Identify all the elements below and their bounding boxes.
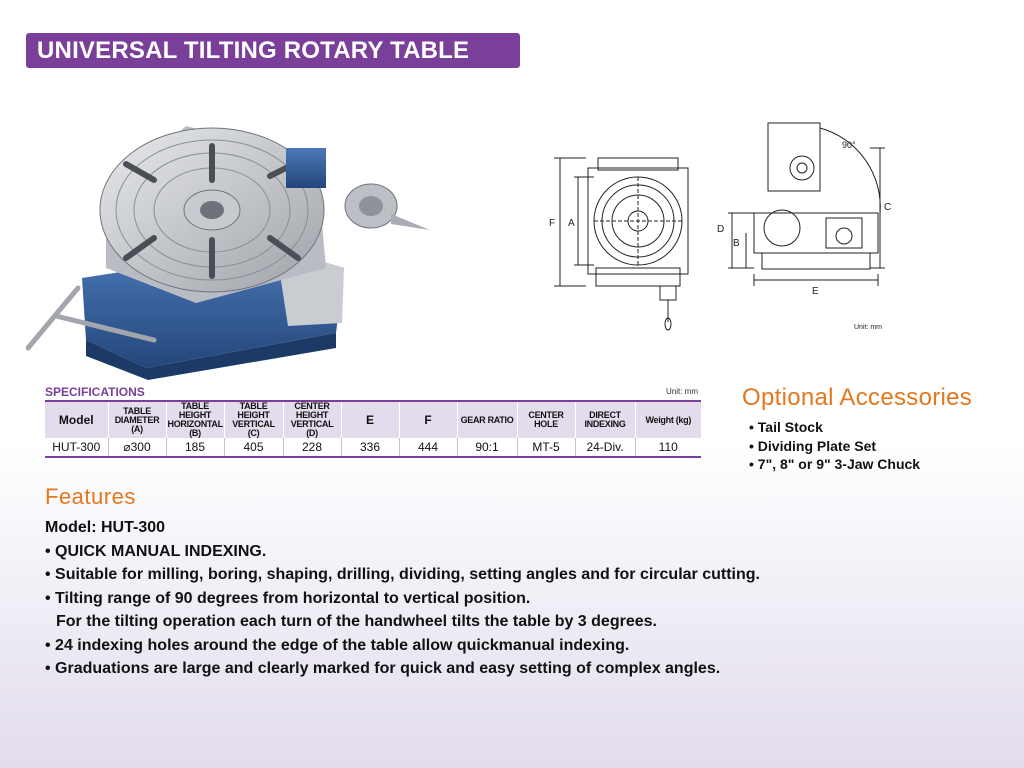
col-header: CENTER HOLE <box>517 401 576 438</box>
dim-d-label: D <box>717 224 724 235</box>
cell: 110 <box>658 440 678 454</box>
dim-a-label: A <box>568 218 575 229</box>
dim-b-label: B <box>733 238 740 249</box>
specifications-unit: Unit: mm <box>666 387 698 396</box>
col-header: Model <box>45 401 109 438</box>
col-header: F <box>399 401 458 438</box>
angle-label: 90° <box>842 140 856 150</box>
rotary-table-photo <box>26 126 430 380</box>
col-header: GEAR RATIO <box>457 401 518 438</box>
cell: HUT-300 <box>45 438 109 457</box>
features-list: Model: HUT-300 • QUICK MANUAL INDEXING. … <box>45 516 760 681</box>
features-model: Model: HUT-300 <box>45 519 166 536</box>
features-title: Features <box>45 484 136 509</box>
table-row: HUT-300 ⌀300 185 405 228 336 444 90:1 MT… <box>45 438 701 457</box>
accessories-list: • Tail Stock • Dividing Plate Set • 7", … <box>749 418 920 474</box>
cell: 185 <box>166 438 225 457</box>
list-item: • QUICK MANUAL INDEXING. <box>45 542 267 560</box>
list-item: • 7", 8" or 9" 3-Jaw Chuck <box>749 456 921 472</box>
list-item: • 24 indexing holes around the edge of t… <box>45 636 630 654</box>
cell: 444 <box>399 438 458 457</box>
list-item: For the tilting operation each turn of t… <box>56 613 657 630</box>
cell: 24-Div. <box>575 438 636 457</box>
title-banner: UNIVERSAL TILTING ROTARY TABLE <box>26 33 520 68</box>
list-item: • Tilting range of 90 degrees from horiz… <box>45 589 531 607</box>
list-item: • Tail Stock <box>749 419 823 435</box>
dim-c-label: C <box>884 202 891 213</box>
page-title: UNIVERSAL TILTING ROTARY TABLE <box>37 36 470 64</box>
specifications-heading: SPECIFICATIONS <box>45 385 145 399</box>
drawing-unit-label: Unit: mm <box>854 324 882 331</box>
cell: 228 <box>283 438 342 457</box>
cell: ⌀300 <box>108 438 167 457</box>
cell: 405 <box>224 438 284 457</box>
dimension-drawing: F A D B C E 90° Unit: mm <box>549 122 891 331</box>
col-header: Weight (kg) <box>635 401 701 438</box>
cell: 90:1 <box>457 438 518 457</box>
cell: MT-5 <box>517 438 576 457</box>
col-header: E <box>341 401 400 438</box>
list-item: • Graduations are large and clearly mark… <box>45 660 721 677</box>
dim-e-label: E <box>812 286 819 297</box>
accessories-title: Optional Accessories <box>742 384 973 411</box>
dim-f-label: F <box>549 218 555 229</box>
cell: 336 <box>341 438 400 457</box>
list-item: • Suitable for milling, boring, shaping,… <box>45 566 760 583</box>
list-item: • Dividing Plate Set <box>749 437 877 454</box>
